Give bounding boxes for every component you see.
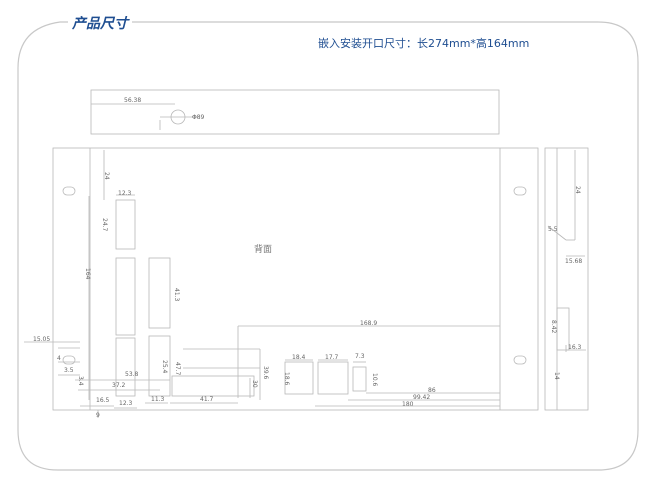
dim-label: 3.4: [77, 376, 84, 386]
component-7: [317, 361, 349, 395]
dim-label: 24: [574, 186, 581, 194]
front-panel-outline: [52, 147, 539, 411]
dim-label: 3.5: [64, 367, 74, 374]
dim-label: 9: [96, 412, 100, 419]
dim-label: 164: [84, 268, 91, 280]
dim-label: 4: [57, 355, 61, 362]
component-3: [148, 257, 171, 329]
dim-label: 24: [103, 172, 110, 180]
mount-hole-right-top: [513, 186, 527, 196]
dim-label: 25.4: [161, 360, 168, 374]
page-title: 产品尺寸: [68, 13, 132, 33]
dim-label: 37.2: [112, 382, 126, 389]
mount-hole-left-bottom: [62, 355, 76, 365]
component-2: [115, 257, 136, 336]
dim-label: 15.05: [33, 336, 51, 343]
component-5: [148, 335, 171, 397]
dim-label: 168.9: [360, 320, 378, 327]
component-6: [284, 361, 314, 395]
dim-label: 11.3: [151, 396, 165, 403]
dim-label: 24.7: [101, 218, 108, 232]
dim-label: 56.38: [124, 97, 142, 104]
component-1: [115, 199, 136, 250]
dim-label: 180: [402, 401, 414, 408]
dim-label: 18.4: [292, 354, 306, 361]
dim-label: Φ89: [192, 114, 205, 121]
top-view-outline: [90, 89, 500, 135]
dim-label: 41.3: [173, 288, 180, 302]
dim-label: 39.6: [262, 366, 269, 380]
dim-label: 17.7: [325, 354, 339, 361]
back-label: 背面: [254, 245, 273, 255]
component-8: [352, 366, 367, 392]
dim-label: 53.8: [125, 371, 139, 378]
dim-label: 8.42: [550, 320, 557, 334]
dim-label: 41.7: [200, 396, 214, 403]
dim-label: 18.6: [283, 372, 290, 386]
dim-label: 7.3: [355, 353, 365, 360]
dim-label: 15.68: [565, 258, 583, 265]
dim-label: 16.3: [568, 344, 582, 351]
dim-label: 30: [251, 380, 258, 388]
component-4: [115, 337, 136, 397]
side-view-outline: [544, 147, 589, 411]
cutout-note: 嵌入安装开口尺寸：长274mm*高164mm: [318, 37, 530, 50]
dim-label: 47.7: [174, 362, 181, 376]
mount-hole-left-top: [62, 186, 76, 196]
outer-frame: [17, 21, 639, 471]
side-component: [556, 307, 570, 351]
mount-hole-right-bottom: [513, 355, 527, 365]
dim-label: 5.5: [548, 226, 558, 233]
dim-label: 10.6: [371, 373, 378, 387]
component-9: [171, 375, 255, 397]
dim-label: 12.3: [119, 400, 133, 407]
dim-label: 12.3: [118, 190, 132, 197]
dim-label: 86: [428, 387, 436, 394]
dim-label: 99.42: [413, 394, 431, 401]
dim-label: 16.5: [96, 397, 110, 404]
dim-label: 14: [553, 372, 560, 380]
